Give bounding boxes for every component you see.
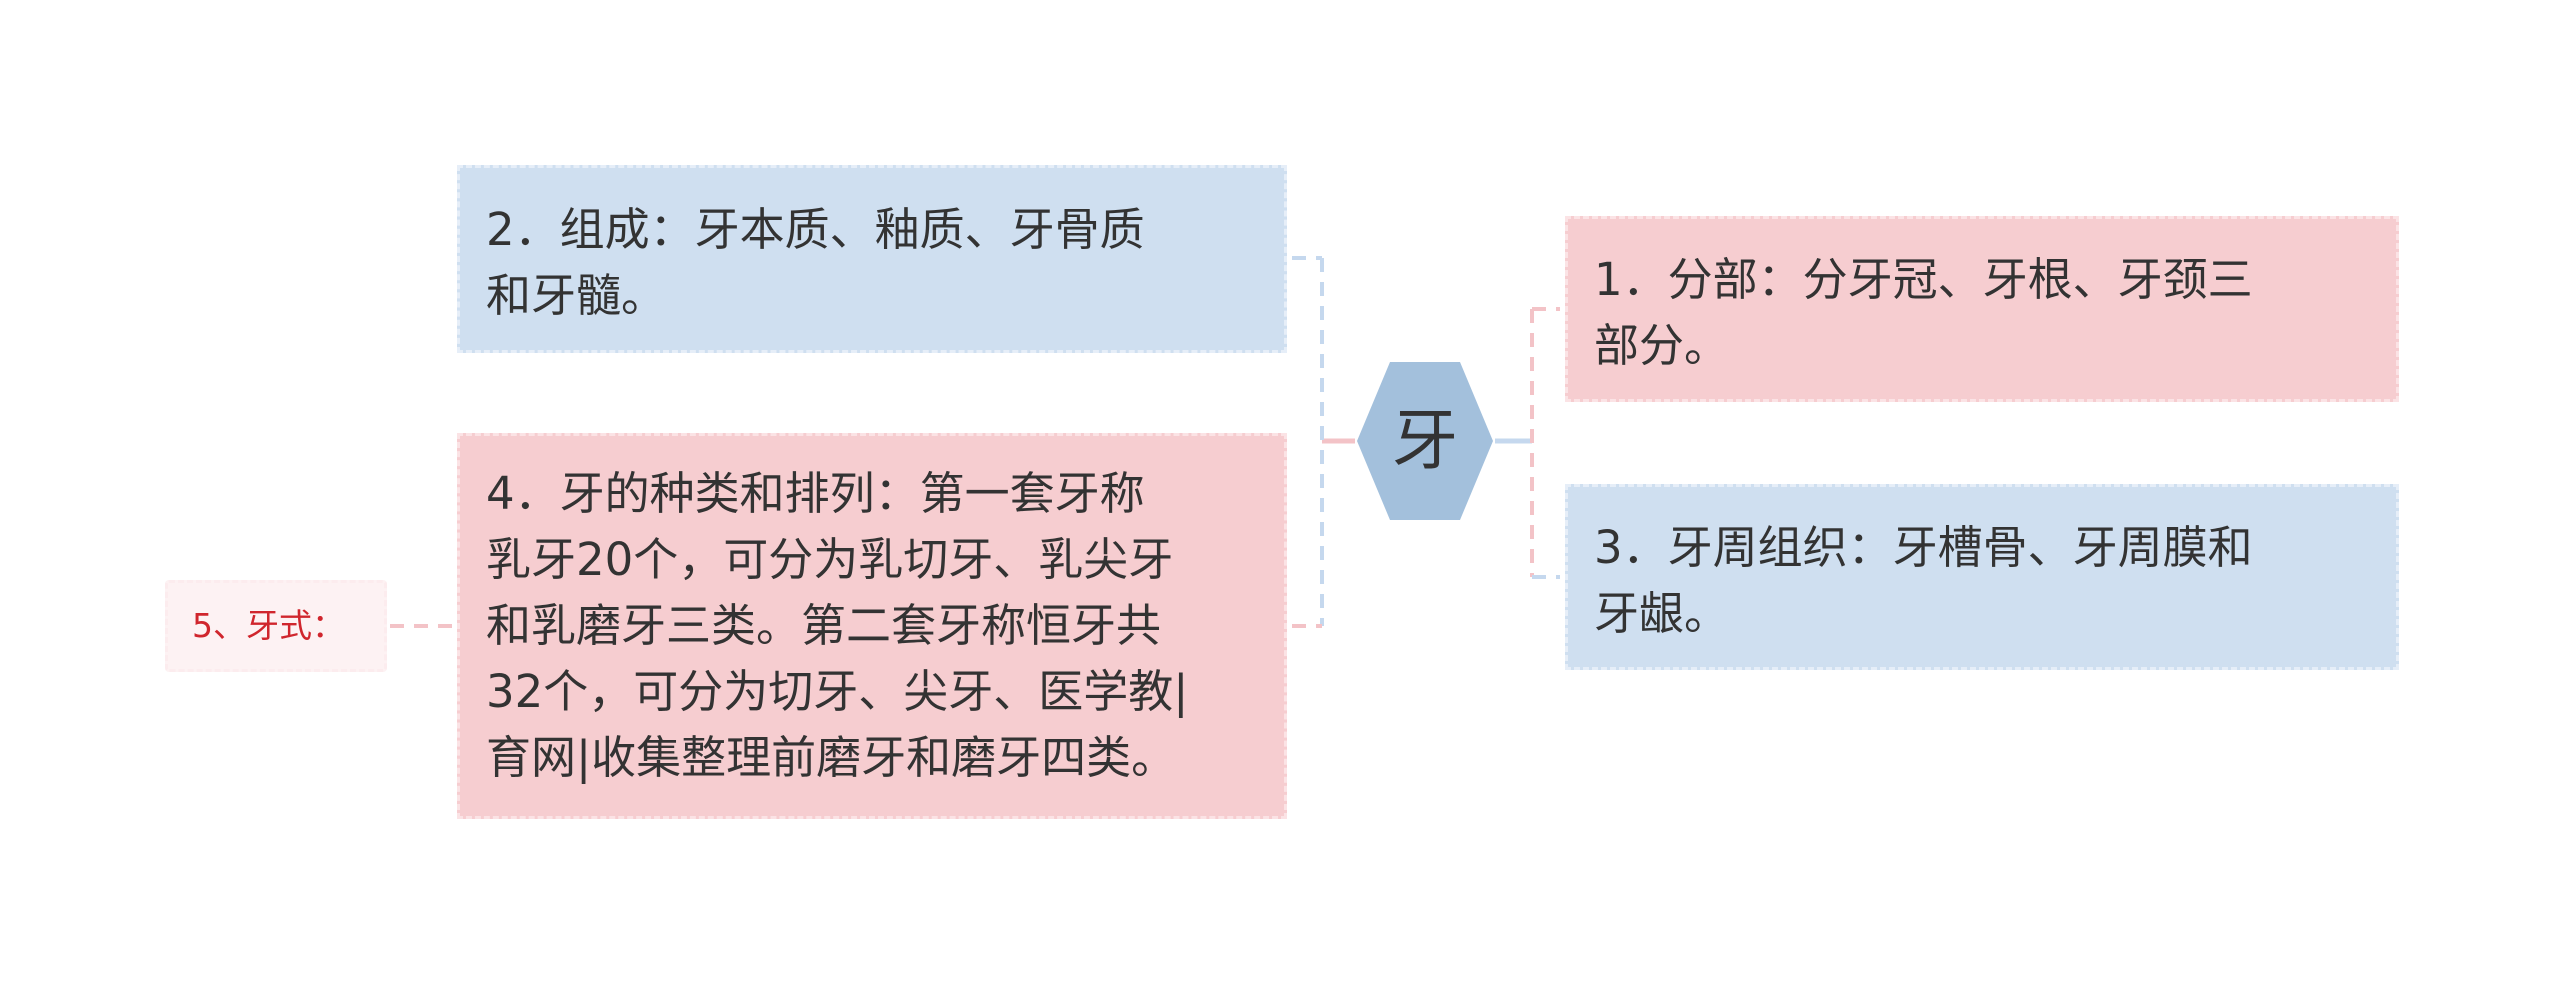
node-composition[interactable]: 2．组成：牙本质、釉质、牙骨质 和牙髓。	[457, 165, 1287, 353]
hexagon-shape	[1357, 362, 1493, 520]
root-label: 牙	[1392, 402, 1458, 479]
node-dental-formula[interactable]: 5、牙式：	[165, 580, 387, 672]
node-parts[interactable]: 1．分部：分牙冠、牙根、牙颈三 部分。	[1565, 216, 2399, 402]
node-tooth-types[interactable]: 4．牙的种类和排列：第一套牙称 乳牙20个，可分为乳切牙、乳尖牙 和乳磨牙三类。…	[457, 433, 1287, 819]
node-periodontal[interactable]: 3．牙周组织：牙槽骨、牙周膜和 牙龈。	[1565, 484, 2399, 670]
root-node[interactable]: 牙	[1355, 360, 1495, 522]
